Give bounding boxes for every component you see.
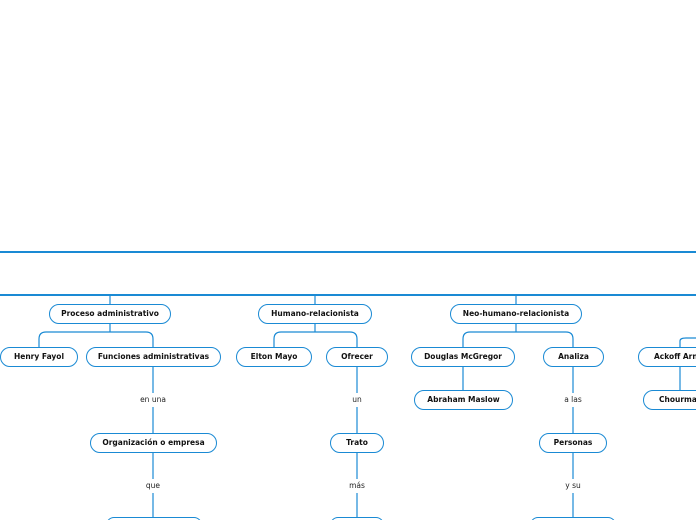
connector-line xyxy=(38,324,154,347)
connector-line xyxy=(462,324,574,347)
node-ackoff-arno[interactable]: Ackoff Arno xyxy=(638,347,696,367)
link-label-que: que xyxy=(123,481,183,491)
link-label-un: un xyxy=(327,395,387,405)
link-label-en-una: en una xyxy=(123,395,183,405)
node-ofrecer[interactable]: Ofrecer xyxy=(326,347,388,367)
node-funciones-administrativas[interactable]: Funciones administrativas xyxy=(86,347,221,367)
node-douglas-mcgregor[interactable]: Douglas McGregor xyxy=(411,347,515,367)
node-elton-mayo[interactable]: Elton Mayo xyxy=(236,347,312,367)
node-abraham-maslow[interactable]: Abraham Maslow xyxy=(414,390,513,410)
link-label-mas: más xyxy=(327,481,387,491)
node-henry-fayol[interactable]: Henry Fayol xyxy=(0,347,78,367)
connector-line xyxy=(679,337,696,347)
node-organizacion-o-empresa[interactable]: Organización o empresa xyxy=(90,433,217,453)
node-personas[interactable]: Personas xyxy=(539,433,607,453)
node-trato[interactable]: Trato xyxy=(330,433,384,453)
node-humano-relacionista[interactable]: Humano-relacionista xyxy=(258,304,372,324)
node-analiza[interactable]: Analiza xyxy=(543,347,604,367)
node-neo-humano-relacionista[interactable]: Neo-humano-relacionista xyxy=(450,304,582,324)
main-topic-band-bottom xyxy=(0,294,696,296)
main-topic-band-top xyxy=(0,251,696,253)
connector-line xyxy=(273,324,358,347)
node-proceso-administrativo[interactable]: Proceso administrativo xyxy=(49,304,171,324)
link-label-y-su: y su xyxy=(543,481,603,491)
node-chourman[interactable]: Chourman xyxy=(643,390,696,410)
link-label-a-las: a las xyxy=(543,395,603,405)
